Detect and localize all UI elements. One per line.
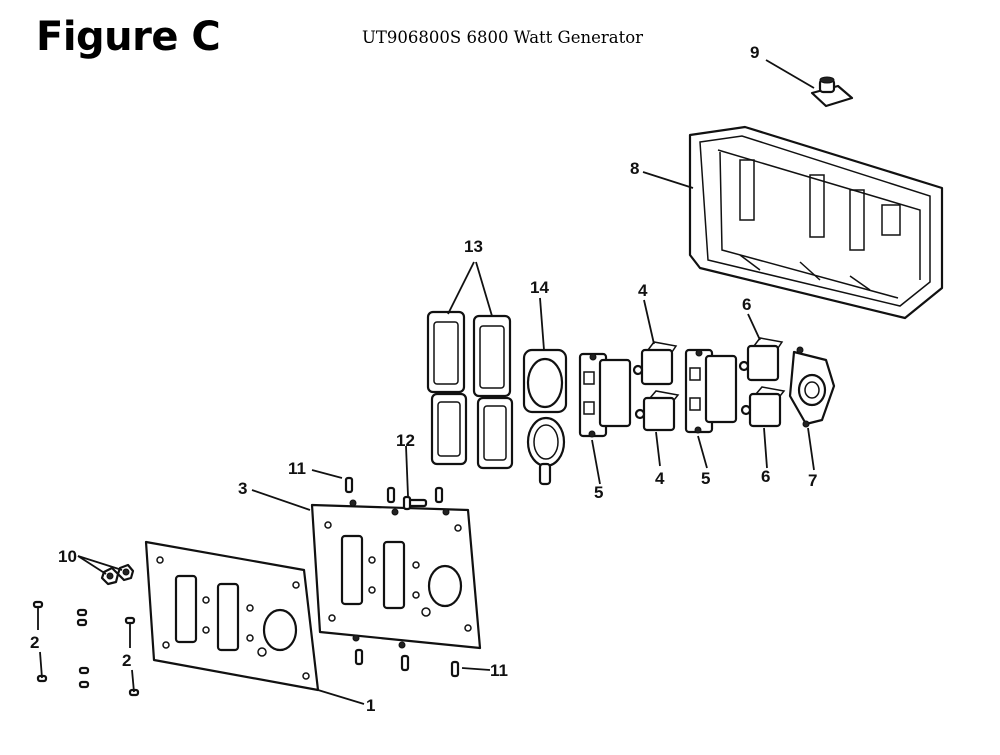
part-6-breaker-bottom <box>740 386 786 428</box>
callout-4-top: 4 <box>638 281 648 300</box>
part-6-breaker-top <box>738 337 784 382</box>
part-13-cover-left <box>426 310 468 466</box>
callout-5-left: 5 <box>594 483 603 502</box>
callout-2-left: 2 <box>30 633 39 652</box>
callout-11-bottom: 11 <box>490 661 508 680</box>
callout-3: 3 <box>238 479 247 498</box>
part-12-screw <box>402 495 428 511</box>
part-5-outlet-left <box>578 352 632 438</box>
callout-9: 9 <box>750 43 759 62</box>
part-13-cover-right <box>472 314 514 470</box>
callout-labels: 9 8 13 14 4 6 5 4 5 6 7 11 12 3 10 2 2 1… <box>30 43 817 715</box>
callout-2-right: 2 <box>122 651 131 670</box>
part-11-clips <box>344 476 460 678</box>
callout-5-right: 5 <box>701 469 710 488</box>
callout-4-bottom: 4 <box>655 469 665 488</box>
callout-1: 1 <box>366 696 375 715</box>
callout-10: 10 <box>58 547 77 566</box>
leader-lines <box>37 59 815 705</box>
part-1-plate <box>144 540 320 692</box>
callout-14: 14 <box>530 278 549 297</box>
part-9-cap <box>810 76 854 108</box>
part-2-screws <box>32 600 140 697</box>
callout-12: 12 <box>396 431 415 450</box>
part-4-breaker-bottom <box>634 390 680 432</box>
part-14-round-cover <box>522 348 568 486</box>
part-7-receptacle <box>788 346 836 428</box>
model-title: UT906800S 6800 Watt Generator <box>362 28 644 47</box>
figure-label: Figure C <box>36 14 221 60</box>
callout-6-bottom: 6 <box>761 467 770 486</box>
callout-6-top: 6 <box>742 295 751 314</box>
part-5-outlet-right <box>684 348 738 434</box>
callout-11-top: 11 <box>288 459 306 478</box>
part-8-housing <box>688 125 944 320</box>
part-10-nuts <box>100 563 135 586</box>
callout-8: 8 <box>630 159 639 178</box>
callout-13: 13 <box>464 237 483 256</box>
callout-7: 7 <box>808 471 817 490</box>
part-3-plate <box>310 503 482 650</box>
part-4-breaker-top <box>632 341 678 386</box>
